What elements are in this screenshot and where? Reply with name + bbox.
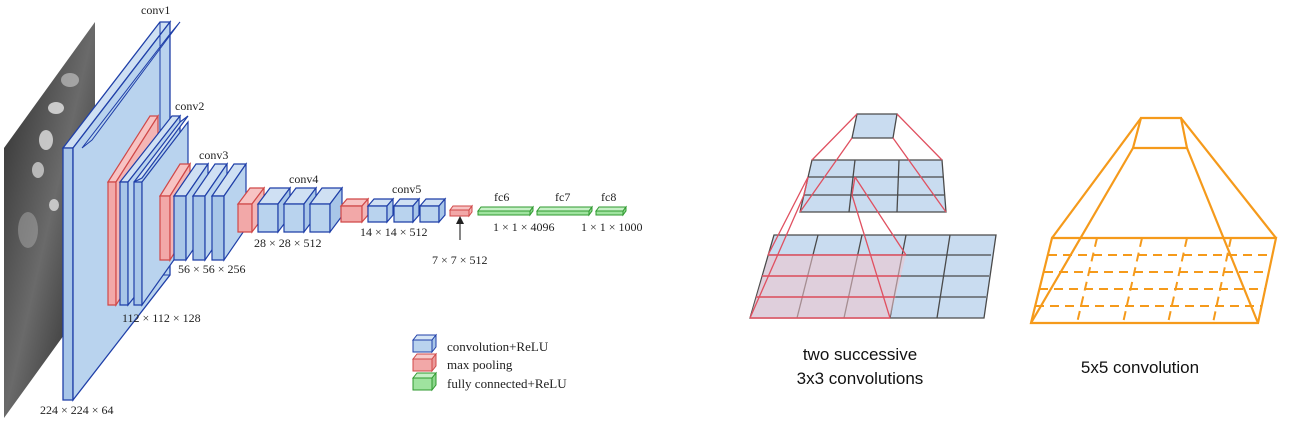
label-conv4: conv4 [289,172,318,186]
dim-7: 7 × 7 × 512 [432,253,488,267]
label-fc8: fc8 [601,190,616,204]
fc6-bar [477,205,534,217]
vgg-architecture: conv1 conv2 conv3 conv4 conv5 fc6 fc7 fc… [4,3,643,418]
caption-two-line1: two successive [803,345,917,364]
legend: convolution+ReLU max pooling fully conne… [411,333,567,392]
label-fc6: fc6 [494,190,509,204]
dim-224: 224 × 224 × 64 [40,403,114,417]
two-3x3-diagram: two successive 3x3 convolutions [749,113,997,388]
label-conv1: conv1 [141,3,170,17]
dim-14: 14 × 14 × 512 [360,225,428,239]
label-conv2: conv2 [175,99,204,113]
frustum [1029,116,1278,325]
five-5x5-diagram: 5x5 convolution [1029,116,1278,377]
dashed-grid [1035,237,1272,324]
bottom-grid [749,234,997,319]
pool4-block [339,197,370,224]
conv5-block [366,197,447,224]
conv4-block [256,186,344,234]
dim-1000: 1 × 1 × 1000 [581,220,643,234]
label-conv3: conv3 [199,148,228,162]
label-conv5: conv5 [392,182,421,196]
legend-label-conv: convolution+ReLU [447,339,549,354]
dim-28: 28 × 28 × 512 [254,236,322,250]
dim-112: 112 × 112 × 128 [122,311,201,325]
legend-item-fc: fully connected+ReLU [411,371,567,392]
caption-five: 5x5 convolution [1081,358,1199,377]
legend-item-conv: convolution+ReLU [411,333,549,354]
caption-two-line2: 3x3 convolutions [797,369,924,388]
label-fc7: fc7 [555,190,570,204]
pool5-block [449,204,473,218]
connectors-top [799,113,947,213]
fc8-bar [595,205,627,217]
legend-label-pool: max pooling [447,357,513,372]
dim-4096: 1 × 1 × 4096 [493,220,555,234]
legend-label-fc: fully connected+ReLU [447,376,567,391]
right-panel-bg [712,0,1290,425]
fc7-bar [536,205,593,217]
top-cell [851,113,898,139]
pool5-arrow [456,216,464,240]
dim-56: 56 × 56 × 256 [178,262,246,276]
connectors-bottom [749,176,907,319]
legend-item-pool: max pooling [411,352,513,373]
